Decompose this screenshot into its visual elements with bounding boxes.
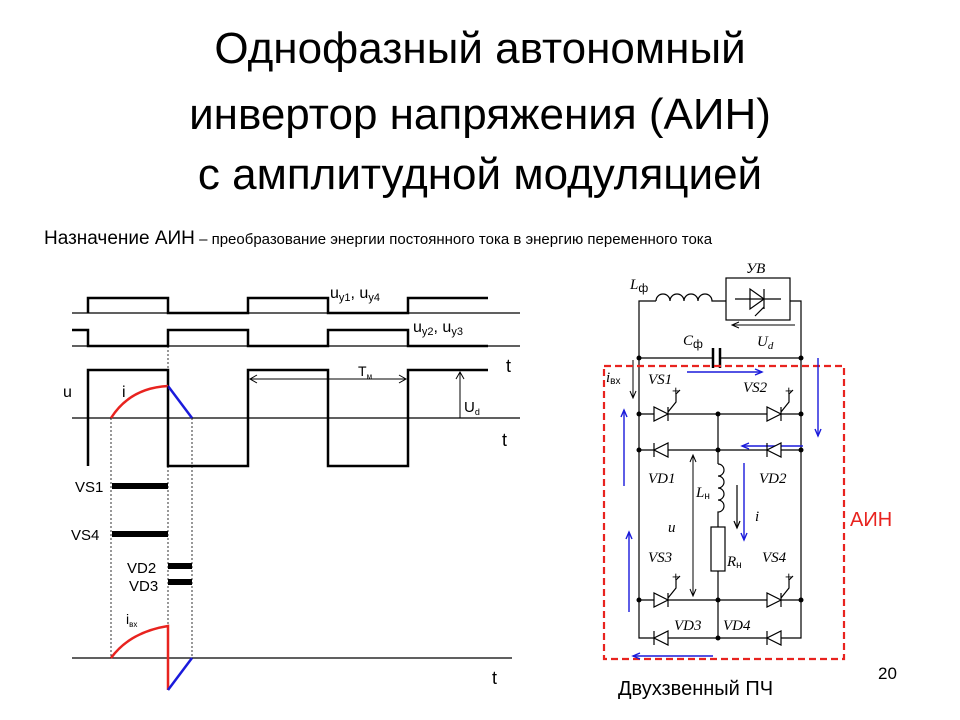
label-ud: Ud: [757, 334, 774, 352]
diode-vd4-symbol: [765, 630, 782, 646]
junction-dot: [715, 635, 721, 641]
subtitle-term: Назначение АИН: [44, 228, 195, 249]
resistor-rn: [710, 526, 726, 572]
label-rn: Rн: [726, 554, 742, 571]
junction-dot: [798, 447, 804, 453]
junction-dot: [636, 597, 642, 603]
title-line-2: инвертор напряжения (АИН): [189, 90, 771, 139]
thyristor-vs1-gate: [667, 389, 681, 413]
label-t-3: t: [492, 668, 497, 688]
label-cf: Cф: [683, 333, 703, 351]
label-u: u: [63, 384, 72, 401]
label-vd1: VD1: [648, 471, 676, 487]
label-vs2: VS2: [743, 380, 768, 396]
bar-vs1: [112, 483, 168, 489]
label-vs1: VS1: [648, 372, 672, 388]
title-line-1: Однофазный автономный: [214, 24, 746, 73]
inductor-lf: [655, 293, 726, 302]
subtitle: Назначение АИН – преобразование энергии …: [44, 228, 712, 250]
plus-vs2: +: [785, 383, 793, 398]
timing-diagram: [72, 296, 520, 691]
rectifier-uv: [725, 277, 791, 321]
label-ln: Lн: [695, 485, 710, 502]
label-vd2: VD2: [127, 560, 156, 577]
circuit-diagram: [602, 277, 846, 661]
label-t-2: t: [502, 430, 507, 450]
inductor-ln: [717, 463, 725, 527]
junction-dot: [636, 447, 642, 453]
circuit-labels: Lф УВ Cф Ud iвх VS1 VS2 VD1 VD2 Lн i u V…: [606, 261, 892, 634]
label-uy14: uy1, uy4: [330, 285, 380, 304]
label-vd3: VD3: [129, 578, 158, 595]
plus-vs4: +: [785, 569, 793, 584]
current-i-red: [109, 384, 169, 419]
subtitle-definition: – преобразование энергии постоянного ток…: [194, 231, 713, 248]
diode-vd1-symbol: [652, 442, 669, 458]
current-i-blue: [167, 385, 193, 419]
current-ivx-red: [109, 624, 170, 690]
timing-labels: uy1, uy4 uy2, uy3 t t t u i Tм Ud VS1 VS…: [63, 285, 511, 688]
thyristor-vs3-gate: [667, 575, 681, 599]
junction-dot: [798, 355, 804, 361]
thyristor-vs4-symbol: [766, 592, 783, 608]
junction-dot: [715, 411, 721, 417]
junction-dot: [636, 411, 642, 417]
junction-dot: [636, 355, 642, 361]
label-vs3: VS3: [648, 550, 672, 566]
label-ivx: iвх: [126, 611, 137, 629]
signal-u: [86, 368, 488, 468]
label-ivx: iвх: [606, 370, 620, 387]
label-lf: Lф: [629, 277, 648, 295]
thyristor-vs2-gate: [780, 389, 794, 413]
label-i: i: [122, 384, 126, 401]
junction-dot: [798, 411, 804, 417]
bar-vd2: [168, 563, 192, 569]
diode-vd3-symbol: [652, 630, 669, 646]
diode-vd2-symbol: [765, 442, 782, 458]
caption: Двухзвенный ПЧ: [618, 678, 774, 700]
label-i: i: [755, 509, 759, 525]
plus-vs3: +: [672, 569, 680, 584]
label-vs4: VS4: [762, 550, 787, 566]
label-vs1: VS1: [75, 479, 103, 496]
label-vs4: VS4: [71, 527, 99, 544]
label-t-1: t: [506, 356, 511, 376]
plus-vs1: +: [672, 383, 680, 398]
label-uv: УВ: [746, 261, 765, 277]
label-ud: Ud: [464, 399, 480, 417]
thyristor-vs4-gate: [780, 575, 794, 599]
thyristor-vs1-symbol: [653, 406, 670, 422]
label-vd2: VD2: [759, 471, 787, 487]
dashed-guides: [110, 346, 193, 658]
label-tm: Tм: [358, 363, 372, 381]
junction-dot: [798, 597, 804, 603]
junction-dot: [715, 597, 721, 603]
label-uy23: uy2, uy3: [413, 319, 463, 338]
ain-boundary: [602, 364, 846, 661]
title-line-3: с амплитудной модуляцией: [197, 150, 763, 199]
bar-vd3: [168, 579, 192, 585]
signal-uy23: [72, 328, 488, 348]
signal-uy14: [86, 296, 488, 315]
label-ain: АИН: [850, 509, 892, 531]
page-number: 20: [878, 664, 897, 683]
thyristor-vs2-symbol: [766, 406, 783, 422]
label-vd4: VD4: [723, 618, 751, 634]
label-u: u: [668, 520, 676, 536]
current-path-arrows: [620, 358, 822, 660]
bar-vs4: [112, 531, 168, 537]
junction-dot: [715, 447, 721, 453]
label-vd3: VD3: [674, 618, 702, 634]
thyristor-vs3-symbol: [653, 592, 670, 608]
current-ivx-blue: [167, 657, 193, 691]
